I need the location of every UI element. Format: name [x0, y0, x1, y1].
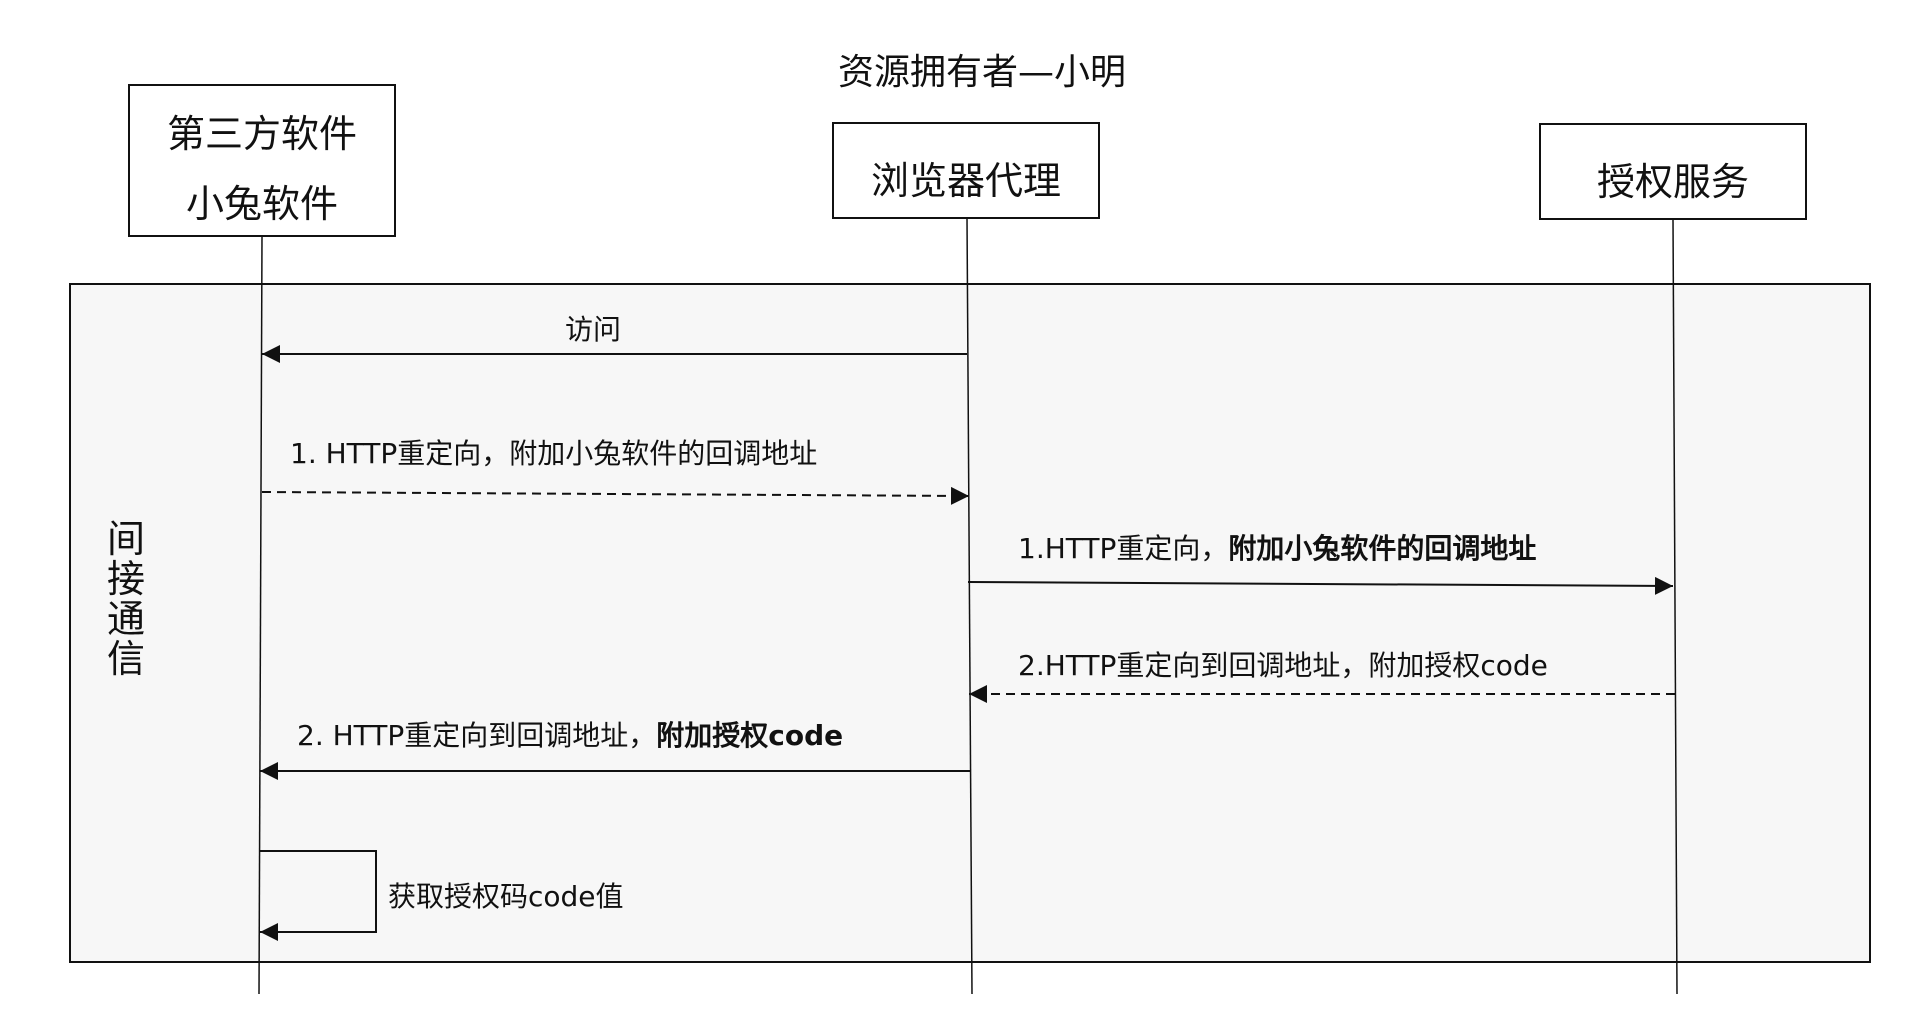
auth-lifeline	[1672, 218, 1678, 995]
message-redirect-to-browser: 1. HTTP重定向，附加小兔软件的回调地址	[261, 437, 970, 505]
actor-auth-name: 授权服务	[1597, 160, 1749, 204]
message-redirect-to-browser-arrow	[261, 486, 970, 505]
message-self-call: 获取授权码code值	[260, 850, 624, 941]
browser-lifeline	[966, 217, 973, 995]
actor-client-name: 第三方软件	[167, 112, 357, 156]
actor-browser-name: 浏览器代理	[871, 159, 1061, 203]
message-browser-to-client: 2. HTTP重定向到回调地址，附加授权code	[260, 719, 971, 780]
message-auth-to-browser: 2.HTTP重定向到回调地址，附加授权code	[969, 649, 1675, 703]
message-self-call-arrow	[260, 850, 377, 941]
actor-browser: 浏览器代理	[832, 122, 1100, 219]
message-browser-to-client-prefix: 2. HTTP重定向到回调地址，	[297, 719, 656, 752]
message-redirect-to-auth: 1.HTTP重定向，附加小兔软件的回调地址	[967, 532, 1674, 595]
message-auth-to-browser-label: 2.HTTP重定向到回调地址，附加授权code	[1018, 649, 1548, 682]
actor-client-subname: 小兔软件	[186, 182, 338, 226]
message-visit-label: 访问	[565, 313, 621, 346]
message-redirect-to-auth-bold: 附加小兔软件的回调地址	[1228, 532, 1536, 565]
message-self-call-label: 获取授权码code值	[388, 880, 624, 913]
frame-label: 间 接 通 信	[107, 517, 145, 681]
resource-owner-title: 资源拥有者—小明	[838, 52, 1126, 93]
actor-client-box	[128, 84, 396, 237]
actor-auth-box	[1539, 123, 1807, 220]
frame-label-char: 信	[107, 637, 145, 681]
message-redirect-to-auth-label: 1.HTTP重定向，附加小兔软件的回调地址	[1018, 532, 1536, 565]
message-redirect-to-browser-label: 1. HTTP重定向，附加小兔软件的回调地址	[290, 437, 817, 470]
actor-browser-box	[832, 122, 1100, 219]
frame-label-char: 接	[107, 557, 145, 601]
actor-client: 第三方软件 小兔软件	[128, 84, 396, 237]
frame-label-char: 通	[107, 597, 145, 641]
client-lifeline	[258, 235, 263, 995]
message-browser-to-client-label: 2. HTTP重定向到回调地址，附加授权code	[297, 719, 843, 752]
message-browser-to-client-bold: 附加授权code	[656, 719, 843, 752]
frame-label-char: 间	[107, 517, 145, 561]
actor-auth: 授权服务	[1539, 123, 1807, 220]
message-redirect-to-auth-arrow	[967, 576, 1674, 595]
message-visit: 访问	[262, 313, 967, 363]
message-redirect-to-auth-prefix: 1.HTTP重定向，	[1018, 532, 1228, 565]
